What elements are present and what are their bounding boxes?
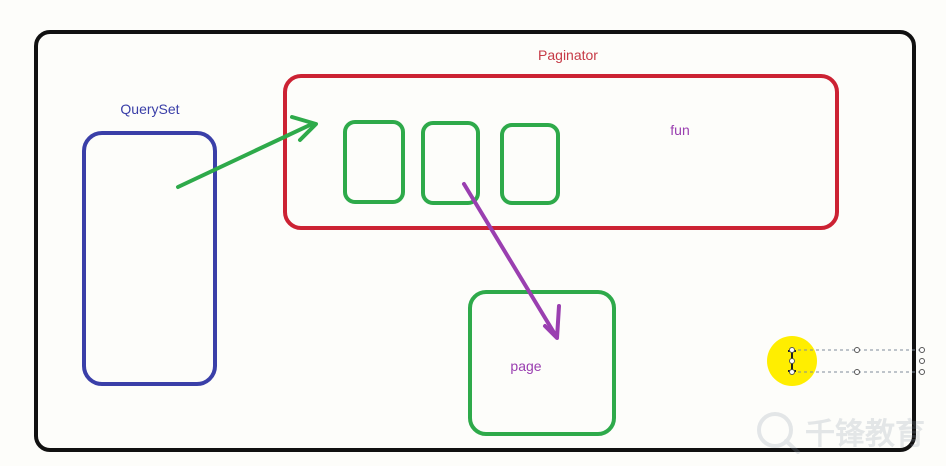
outer-frame — [34, 30, 916, 452]
page-box — [468, 290, 616, 436]
paginator-label: Paginator — [538, 47, 598, 63]
selection-handles — [789, 347, 925, 375]
queryset-box — [82, 131, 217, 386]
page-label: page — [510, 358, 541, 374]
queryset-label: QuerySet — [120, 101, 179, 117]
svg-text:千锋教育: 千锋教育 — [805, 417, 925, 452]
page-slot-1 — [343, 120, 405, 204]
purple-arrow — [462, 182, 561, 340]
green-arrow — [176, 115, 318, 189]
page-slot-3 — [500, 123, 560, 205]
fun-label: fun — [670, 122, 689, 138]
page-slot-2 — [421, 121, 480, 205]
paginator-box — [283, 74, 839, 230]
watermark: 千锋教育 — [757, 412, 925, 454]
